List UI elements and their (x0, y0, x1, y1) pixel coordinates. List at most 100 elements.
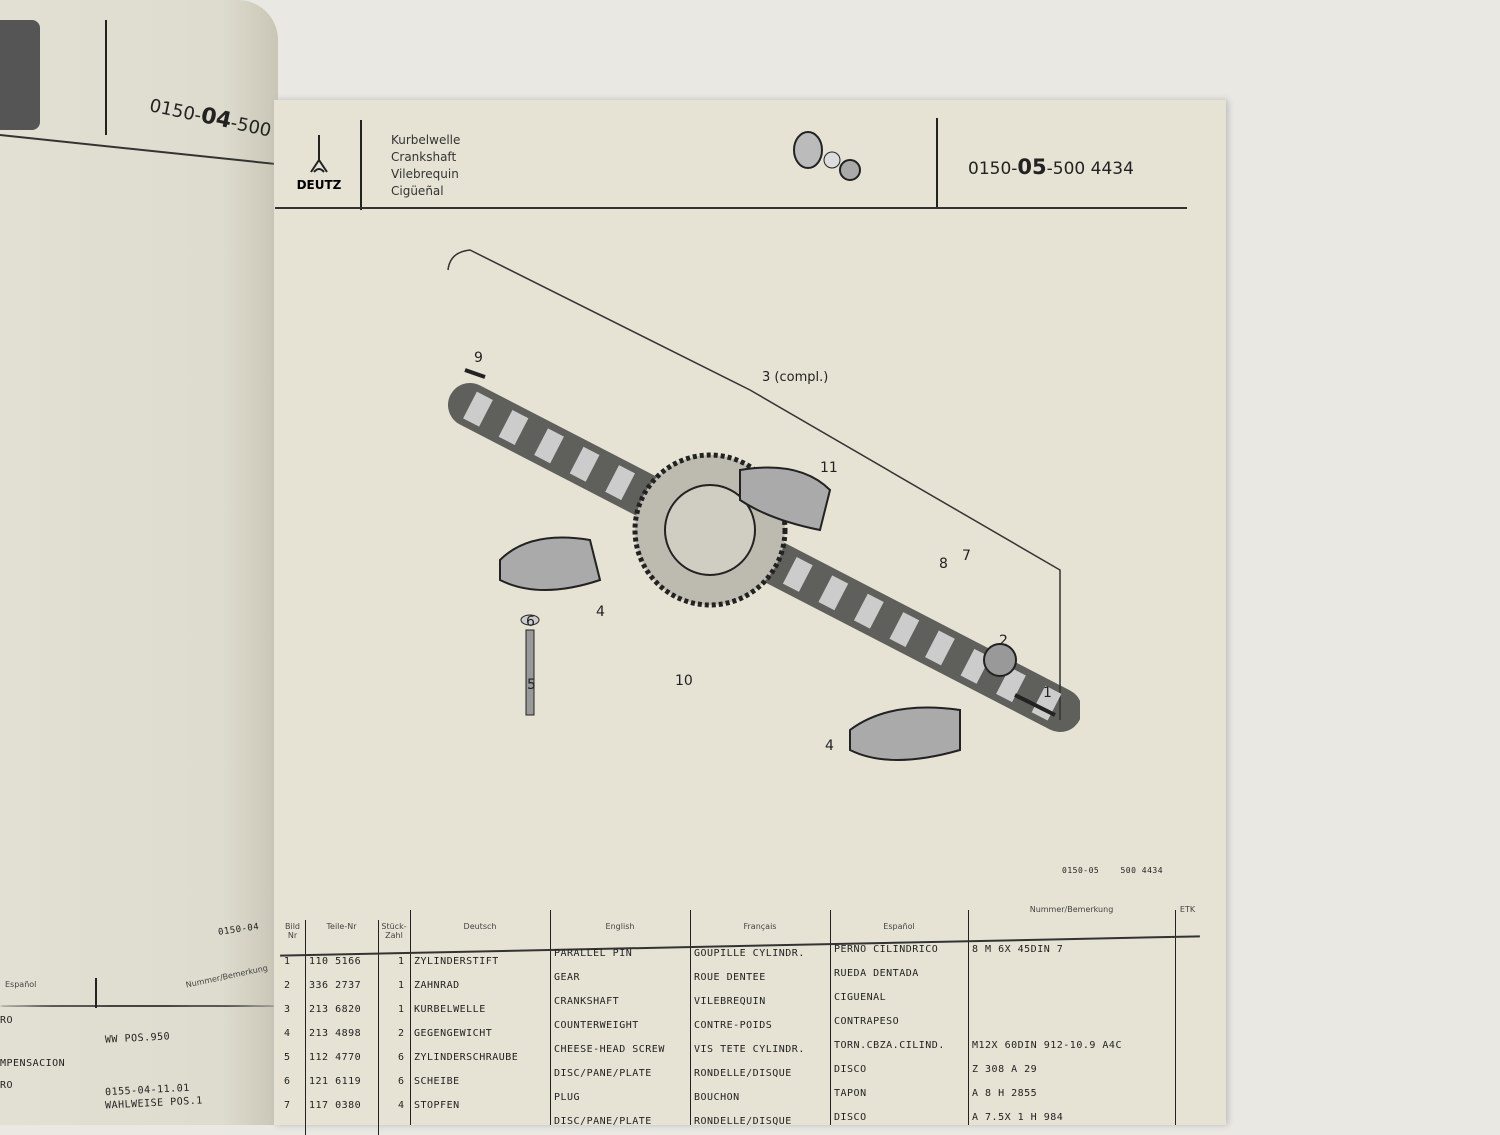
table-cell: 6 (398, 1076, 405, 1087)
part-thumbnail-image (0, 20, 40, 130)
divider (360, 120, 362, 210)
table-cell: A 7.5X 1 H 984 (972, 1112, 1064, 1123)
table-cell: 213 6820 (309, 1004, 362, 1015)
table-cell: 7 (284, 1100, 291, 1111)
page-code: 0150-04-500 (147, 92, 273, 142)
column-divider (410, 910, 411, 1125)
code-bold: 05 (1017, 155, 1047, 179)
column-header: Teile-Nr (326, 922, 357, 931)
table-cell: RUEDA DENTADA (834, 968, 919, 979)
table-cell: 3 (284, 1004, 291, 1015)
callout: 9 (474, 350, 483, 366)
divider (0, 1005, 278, 1007)
column-header: Deutsch (463, 922, 497, 931)
table-cell: CIGUENAL (834, 992, 887, 1003)
table-cell: DISCO (834, 1112, 867, 1123)
callout: 8 (939, 556, 948, 572)
column-divider (378, 920, 379, 1135)
table-cell: CHEESE-HEAD SCREW (554, 1044, 665, 1055)
table-cell: Z 308 A 29 (972, 1064, 1038, 1075)
column-divider (305, 920, 306, 1135)
callout: 6 (526, 614, 535, 630)
column-header: Bild Nr (284, 922, 300, 940)
table-cell: GEAR (554, 972, 581, 983)
table-cell: VILEBREQUIN (694, 996, 766, 1007)
deutz-logo: DEUTZ (278, 130, 360, 195)
table-cell: TAPON (834, 1088, 867, 1099)
table-cell: DISC/PANE/PLATE (554, 1068, 652, 1079)
table-cell: 4 (398, 1100, 405, 1111)
table-cell: M12X 60DIN 912-10.9 A4C (972, 1040, 1122, 1051)
left-page: 0150-04-500 0150-04 Español Nummer/Bemer… (0, 0, 278, 1125)
table-cell: 213 4898 (309, 1028, 362, 1039)
code-prefix: 0150- (147, 95, 204, 127)
table-cell: 2 (398, 1028, 405, 1039)
table-cell: DISCO (834, 1064, 867, 1075)
table-cell: 2 (284, 980, 291, 991)
callout: 2 (999, 633, 1008, 649)
code-prefix: 0150- (968, 159, 1018, 179)
table-cell: SCHEIBE (414, 1076, 460, 1087)
column-divider (1175, 910, 1176, 1125)
table-cell: CRANKSHAFT (554, 996, 620, 1007)
column-header: ETK (1179, 905, 1196, 914)
table-cell: STOPFEN (414, 1100, 460, 1111)
divider (0, 134, 277, 166)
table-cell: 121 6119 (309, 1076, 362, 1087)
es-cell: RO (0, 1015, 14, 1026)
table-cell: 6 (398, 1052, 405, 1063)
table-cell: PARALLEL PIN (554, 948, 633, 959)
col-espanol: Español (5, 980, 37, 989)
callout: 4 (596, 604, 605, 620)
logo-text: DEUTZ (296, 178, 342, 192)
title-en: Crankshaft (391, 150, 457, 164)
column-header: Español (883, 922, 915, 931)
table-cell: A 8 H 2855 (972, 1088, 1038, 1099)
footer-ref: 0150-04 (217, 922, 260, 938)
diagram-ref: 0150-05 500 4434 (1062, 866, 1164, 875)
table-cell: 110 5166 (309, 956, 362, 967)
table-cell: ZAHNRAD (414, 980, 460, 991)
code-suffix: -500 4434 (1046, 159, 1134, 179)
table-cell: PLUG (554, 1092, 581, 1103)
table-cell: CONTRE-POIDS (694, 1020, 773, 1031)
table-cell: RONDELLE/DISQUE (694, 1068, 792, 1079)
callout: 5 (527, 677, 536, 693)
column-divider (550, 910, 551, 1125)
table-cell: GOUPILLE CYLINDR. (694, 948, 805, 959)
table-cell: 112 4770 (309, 1052, 362, 1063)
header-rule (275, 207, 1187, 209)
crankshaft-thumbnail-icon (793, 131, 861, 181)
callout: 10 (675, 673, 693, 689)
table-cell: 1 (398, 956, 405, 967)
table-cell: ROUE DENTEE (694, 972, 766, 983)
table-cell: TORN.CBZA.CILIND. (834, 1040, 945, 1051)
divider (95, 978, 97, 1008)
title-es: Cigüeñal (391, 184, 444, 198)
table-cell: 6 (284, 1076, 291, 1087)
callout: 3 (compl.) (762, 370, 829, 385)
table-cell: 336 2737 (309, 980, 362, 991)
callout: 11 (820, 460, 838, 476)
table-cell: CONTRAPESO (834, 1016, 900, 1027)
page-code: 0150-05-500 4434 (968, 155, 1134, 179)
table-cell: RONDELLE/DISQUE (694, 1116, 792, 1127)
es-cell: RO (0, 1080, 14, 1091)
note: WAHLWEISE POS.1 (104, 1095, 204, 1112)
table-cell: 4 (284, 1028, 291, 1039)
right-page (274, 100, 1226, 1125)
table-cell: ZYLINDERSCHRAUBE (414, 1052, 519, 1063)
table-cell: KURBELWELLE (414, 1004, 486, 1015)
es-cell: MPENSACION (0, 1058, 66, 1069)
table-cell: 1 (284, 956, 291, 967)
table-cell: VIS TETE CYLINDR. (694, 1044, 805, 1055)
table-cell: 5 (284, 1052, 291, 1063)
column-header: Nummer/Bemerkung (1029, 905, 1114, 914)
title-fr: Vilebrequin (391, 167, 459, 181)
column-header: English (605, 922, 635, 931)
column-divider (690, 910, 691, 1125)
table-cell: GEGENGEWICHT (414, 1028, 493, 1039)
column-divider (830, 910, 831, 1125)
callout: 7 (962, 548, 971, 564)
